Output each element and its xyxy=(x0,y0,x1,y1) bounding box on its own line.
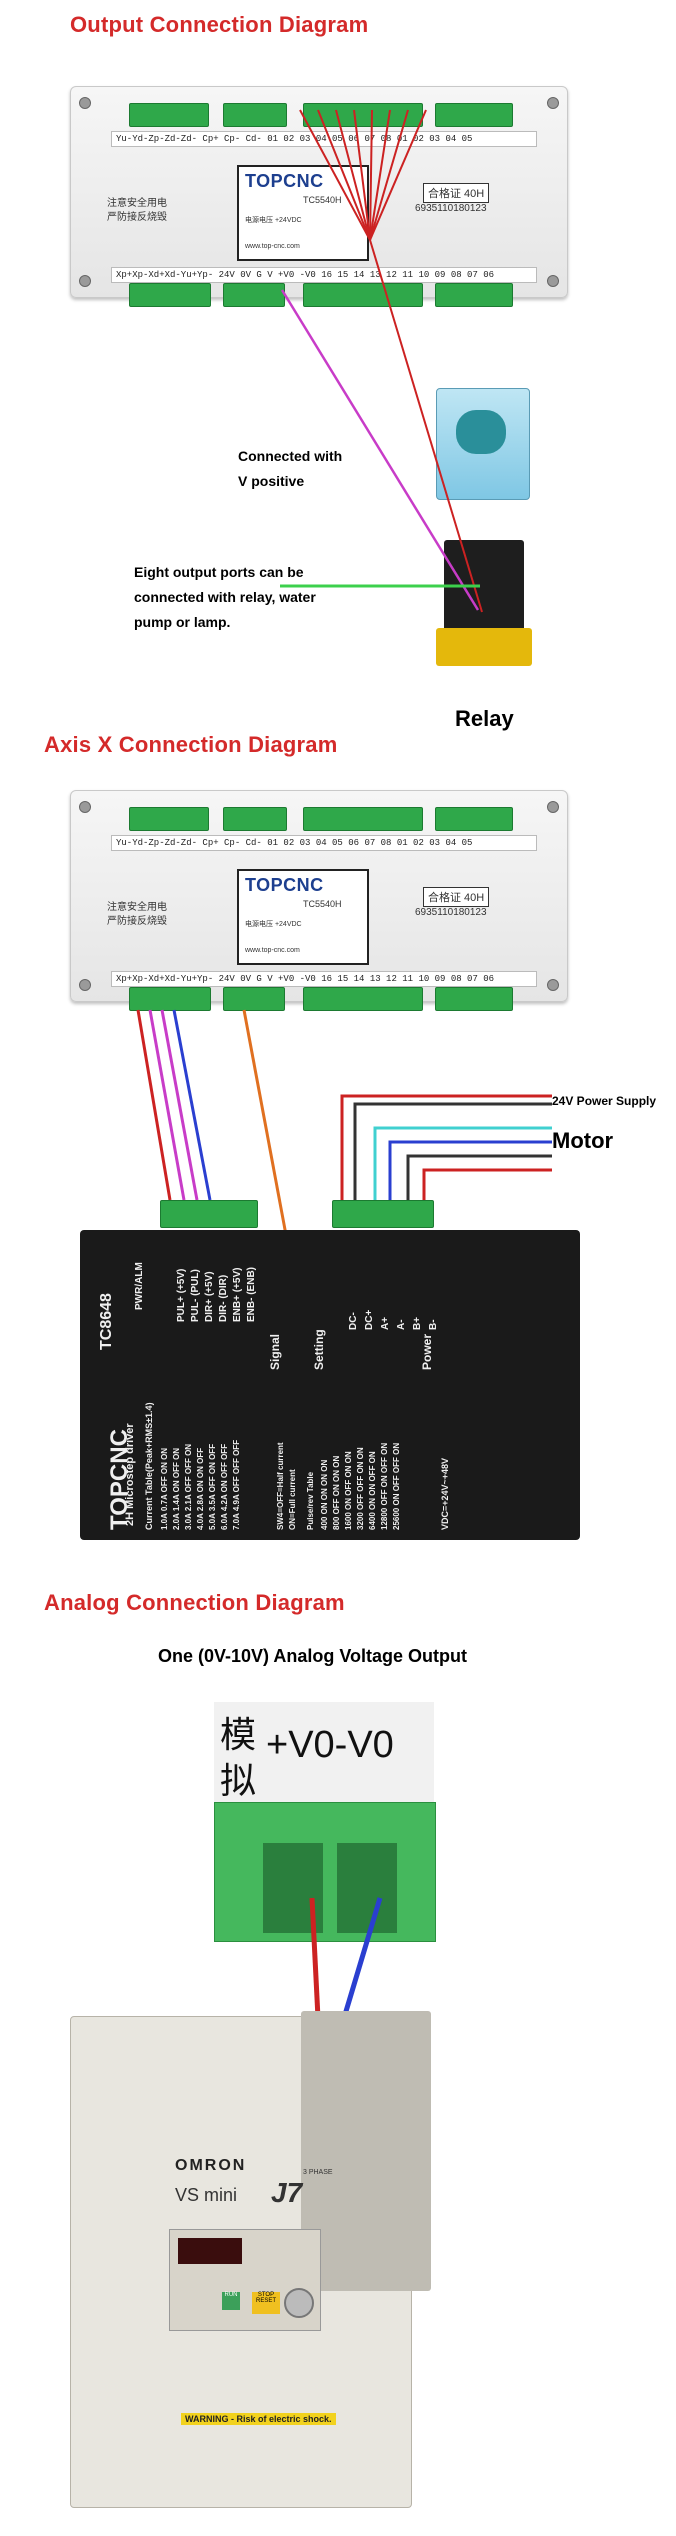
inverter-brand: OMRON xyxy=(175,2157,247,2174)
bottom-terminal-labels: Xp+Xp-Xd+Xd-Yu+Yp- 24V 0V G V +V0 -V0 16… xyxy=(111,267,537,283)
controller-board-2: Yu-Yd-Zp-Zd-Zd- Cp+ Cp- Cd- 01 02 03 04 … xyxy=(70,790,568,1011)
terminal-block xyxy=(303,807,423,831)
frequency-knob[interactable] xyxy=(284,2288,314,2318)
axis-section-title: Axis X Connection Diagram xyxy=(44,732,338,757)
output-wires xyxy=(280,109,483,613)
certificate-label: 合格证 40H xyxy=(423,887,490,907)
terminal-block xyxy=(435,283,513,307)
terminal-block xyxy=(129,103,209,127)
terminal-block xyxy=(223,807,287,831)
controller-model: TC5540H xyxy=(303,899,342,909)
v-positive-line1: Connected with xyxy=(238,448,343,464)
driver-signal-terminal xyxy=(160,1200,258,1228)
certificate-label: 合格证 40H xyxy=(423,183,490,203)
terminal-block xyxy=(129,807,209,831)
inverter-keypad: RUN STOP RESET xyxy=(169,2229,321,2331)
terminal-block xyxy=(435,103,513,127)
top-terminal-labels: Yu-Yd-Zp-Zd-Zd- Cp+ Cp- Cd- 01 02 03 04 … xyxy=(111,131,537,147)
controller-logo: TOPCNC xyxy=(245,171,324,191)
controller-web: www.top-cnc.com xyxy=(245,947,300,954)
warning-text: 注意安全用电 严防接反烧毁 xyxy=(107,902,167,927)
screw xyxy=(79,979,91,991)
terminal-block xyxy=(129,987,211,1011)
inverter-phase: 3 PHASE xyxy=(303,2169,333,2176)
relay-label: Relay xyxy=(455,706,514,731)
bottom-terminal-labels: Xp+Xp-Xd+Xd-Yu+Yp- 24V 0V G V +V0 -V0 16… xyxy=(111,971,537,987)
top-terminal-labels: Yu-Yd-Zp-Zd-Zd- Cp+ Cp- Cd- 01 02 03 04 … xyxy=(111,835,537,851)
analog-cn-bottom: 拟 xyxy=(220,1761,257,1802)
stop-reset-button[interactable]: STOP RESET xyxy=(252,2292,280,2314)
motor-label: Motor xyxy=(552,1128,614,1153)
controller-web: www.top-cnc.com xyxy=(245,243,300,250)
controller-voltage: 电源电压 +24VDC xyxy=(245,217,302,224)
terminal-slot xyxy=(337,1843,397,1933)
analog-terminal xyxy=(214,1802,436,1942)
eight-ports-line2: connected with relay, water xyxy=(134,589,316,605)
stepper-driver: TOPCNC TC8648 2H Microstep driver PWR/AL… xyxy=(80,1230,580,1540)
controller-model: TC5540H xyxy=(303,195,342,205)
eight-ports-line1: Eight output ports can be xyxy=(134,564,304,580)
controller-voltage: 电源电压 +24VDC xyxy=(245,921,302,928)
analog-cn-top: 模 xyxy=(220,1715,257,1756)
analog-wires xyxy=(309,1897,383,2019)
screw xyxy=(79,97,91,109)
warning-text: 注意安全用电 严防接反烧毁 xyxy=(107,198,167,223)
terminal-block xyxy=(223,283,285,307)
relay-base xyxy=(436,628,532,666)
analog-terminal-label: +V0-V0 xyxy=(266,1724,394,1766)
power-supply-label: 24V Power Supply xyxy=(552,1094,657,1108)
relay-socket xyxy=(444,540,524,640)
driver-power-terminal xyxy=(332,1200,434,1228)
relay-coil xyxy=(456,410,506,454)
axis-wires xyxy=(136,1009,552,1236)
screw xyxy=(79,801,91,813)
analog-label-panel: 模 拟 +V0-V0 xyxy=(214,1702,434,1802)
analog-heading: One (0V-10V) Analog Voltage Output xyxy=(158,1646,468,1666)
output-section-title: Output Connection Diagram xyxy=(70,12,369,37)
terminal-block xyxy=(303,283,423,307)
terminal-block xyxy=(303,987,423,1011)
terminal-block xyxy=(129,283,211,307)
eight-ports-line3: pump or lamp. xyxy=(134,614,231,630)
screw xyxy=(79,275,91,287)
terminal-block xyxy=(435,987,513,1011)
screw xyxy=(547,979,559,991)
inverter-body: OMRON VS mini J7 3 PHASE RUN STOP RESET … xyxy=(70,2011,431,2508)
inverter-model: J7 xyxy=(271,2177,303,2208)
controller-logo: TOPCNC xyxy=(245,875,324,895)
barcode-number: 6935110180123 xyxy=(415,203,487,214)
v-positive-line2: V positive xyxy=(238,473,305,489)
screw xyxy=(547,275,559,287)
terminal-block xyxy=(223,987,285,1011)
controller-label-card: TOPCNC TC5540H 电源电压 +24VDC www.top-cnc.c… xyxy=(237,869,369,965)
terminal-block xyxy=(223,103,287,127)
inverter-display xyxy=(178,2238,242,2264)
inverter-model-prefix: VS mini xyxy=(175,2185,238,2205)
screw xyxy=(547,97,559,109)
inverter-top-cover xyxy=(301,2011,431,2291)
run-button[interactable]: RUN xyxy=(222,2292,240,2310)
analog-section-title: Analog Connection Diagram xyxy=(44,1590,345,1615)
barcode-number: 6935110180123 xyxy=(415,907,487,918)
screw xyxy=(547,801,559,813)
terminal-block xyxy=(435,807,513,831)
controller-board-1: Yu-Yd-Zp-Zd-Zd- Cp+ Cp- Cd- 01 02 03 04 … xyxy=(70,86,568,307)
inverter-warning: WARNING - Risk of electric shock. xyxy=(181,2413,336,2425)
